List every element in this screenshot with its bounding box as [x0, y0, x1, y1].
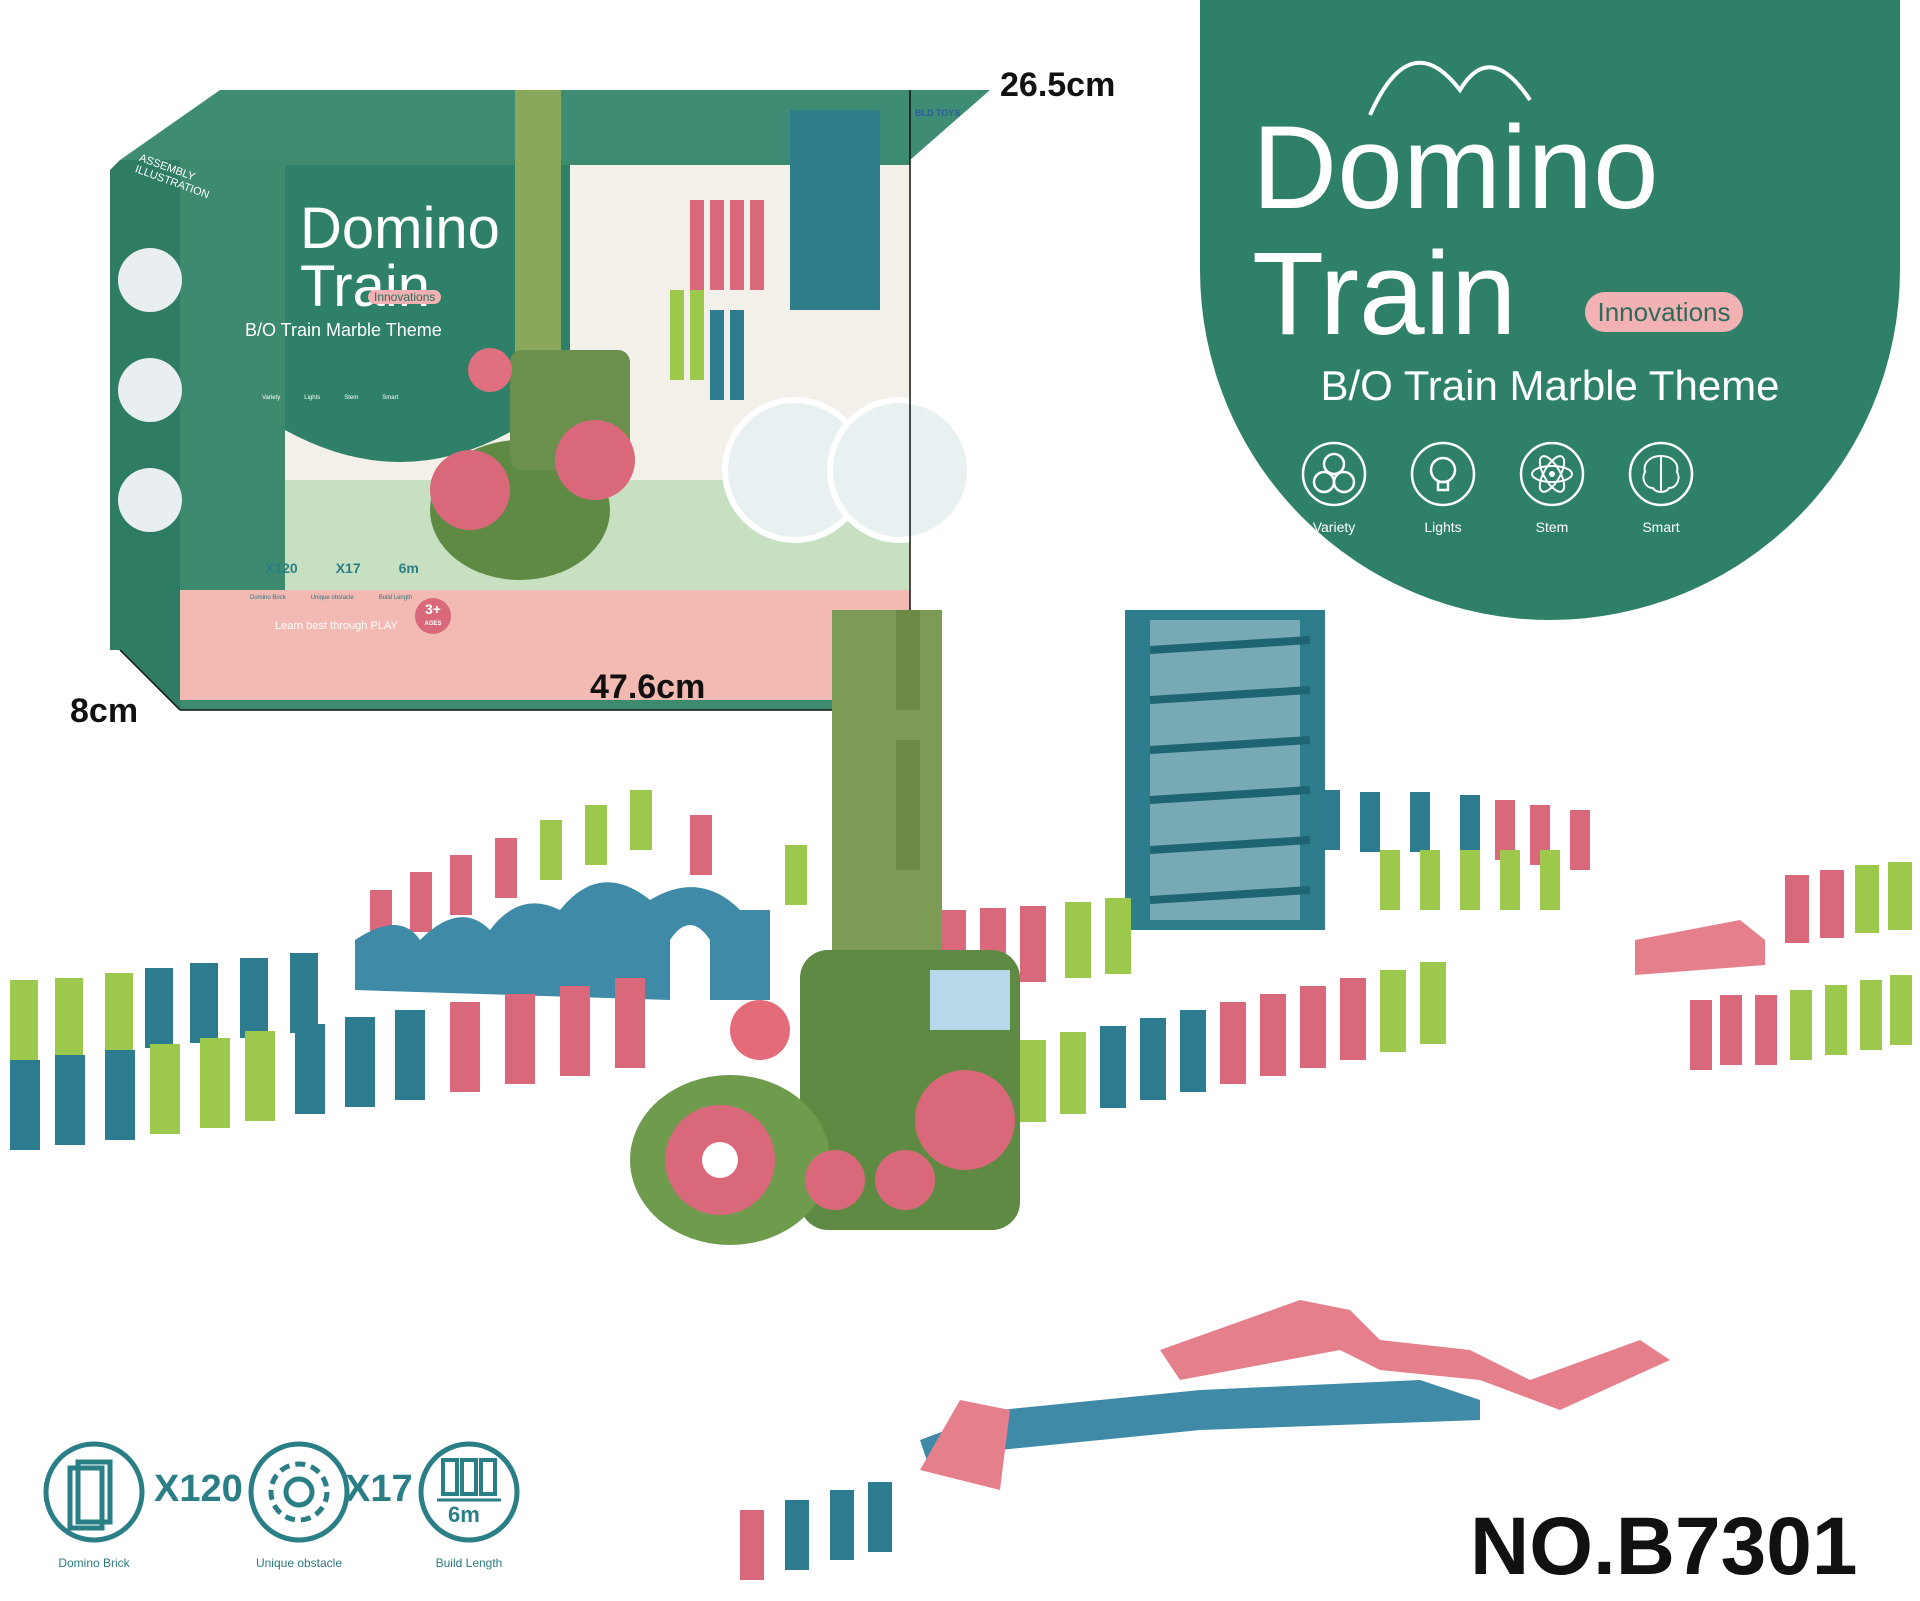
lightbulb-icon [1410, 441, 1476, 507]
innovations-badge: Innovations [1585, 292, 1743, 332]
box-count-3: 6m [398, 560, 419, 576]
box-age-label: AGES [424, 621, 442, 627]
box-features: Variety Lights Stem Smart [262, 395, 398, 401]
stat-label-unique-obstacle: Unique obstacle [255, 1556, 343, 1570]
stair-tower [1125, 610, 1325, 930]
feature-stem: Stem [1502, 440, 1602, 535]
title-line1: Domino [1252, 102, 1659, 234]
box-title-line2: Train [300, 254, 430, 319]
gear-icon [248, 1441, 350, 1543]
feature-label-stem: Stem [1535, 519, 1569, 535]
feature-label-variety: Variety [1312, 519, 1356, 535]
dimension-depth: 8cm [70, 692, 139, 730]
box-count-label-1: Domino Brick [250, 595, 286, 601]
domino-row-back-left [370, 790, 807, 950]
stat-count-unique-obstacle: X17 [345, 1468, 413, 1510]
dimension-height: 26.5cm [1000, 66, 1116, 104]
arc-swoosh-icon [1368, 60, 1532, 116]
box-feature-4: Smart [382, 395, 399, 401]
box-count-label-3: Build Length [378, 595, 413, 601]
box-age: 3+ [425, 601, 441, 617]
box-title: Domino Train [300, 200, 500, 316]
title-badge [1200, 0, 1900, 620]
box-title-line1: Domino [300, 196, 500, 261]
brain-icon [1628, 441, 1694, 507]
box-age-badge: 3+ AGES [415, 598, 451, 634]
box-feature-3: Stem [344, 395, 359, 401]
box-feature-2: Lights [304, 395, 321, 401]
feature-smart: Smart [1611, 440, 1711, 535]
box-feature-1: Variety [262, 395, 281, 401]
box-count-2: X17 [335, 560, 361, 576]
stat-label-domino-brick: Domino Brick [58, 1556, 130, 1570]
box-count-1: X120 [265, 560, 298, 576]
stat-label-build-length: Build Length [435, 1556, 503, 1570]
feature-label-smart: Smart [1642, 519, 1680, 535]
dimension-width: 47.6cm [590, 668, 706, 706]
model-number: NO.B7301 [1470, 1501, 1858, 1592]
feature-variety: Variety [1284, 440, 1384, 535]
atom-icon [1519, 441, 1585, 507]
product-box [100, 50, 1010, 730]
box-counts: X120 X17 6m [265, 560, 419, 576]
box-tagline: Learn best through PLAY [275, 620, 398, 632]
variety-icon [1301, 441, 1367, 507]
play-scene [10, 610, 1912, 1580]
box-count-labels: Domino Brick Unique obstacle Build Lengt… [250, 595, 412, 601]
stat-count-build-length: 6m [448, 1502, 480, 1527]
title-line2: Train [1252, 228, 1517, 360]
feature-lights: Lights [1393, 440, 1493, 535]
box-count-label-2: Unique obstacle [310, 595, 354, 601]
domino-train [630, 950, 1020, 1245]
box-badge: Innovations [368, 290, 442, 304]
stat-count-domino-brick: X120 [154, 1468, 243, 1510]
box-subtitle: B/O Train Marble Theme [245, 320, 442, 340]
build-length-icon [418, 1441, 520, 1543]
box-brand: BLD TOYS [915, 108, 961, 118]
subtitle: B/O Train Marble Theme [1320, 362, 1780, 409]
feature-label-lights: Lights [1424, 519, 1462, 535]
domino-brick-icon [43, 1441, 145, 1543]
